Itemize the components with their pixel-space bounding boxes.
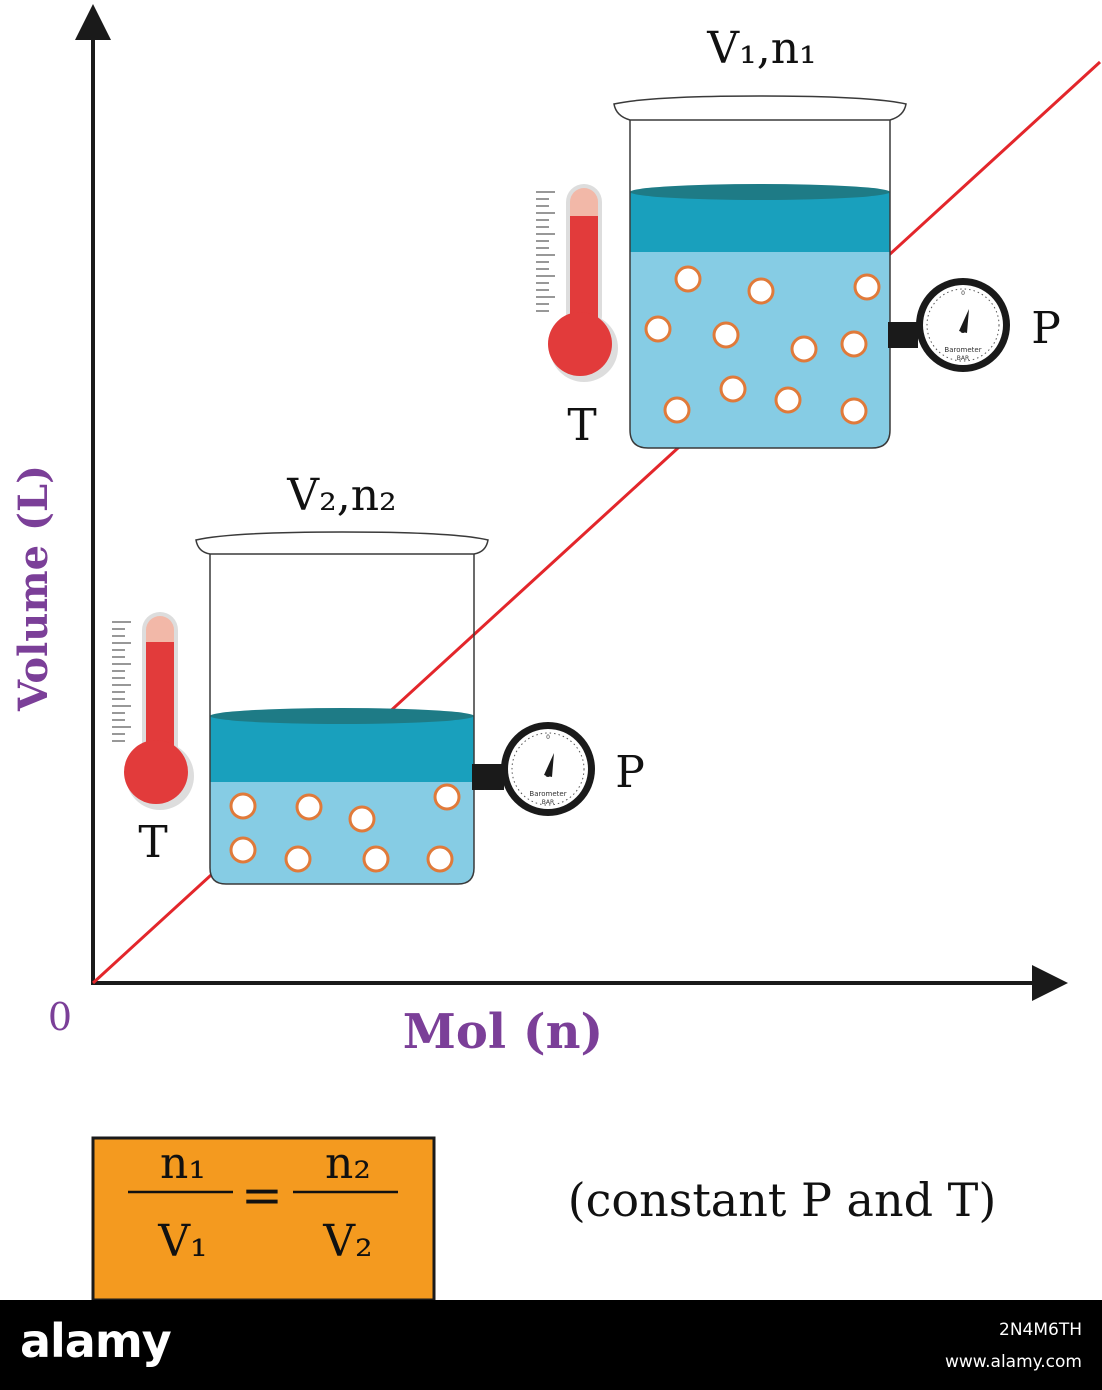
state1-label: V₁,n₁ (706, 23, 816, 74)
state1-gauge-unit: BAR (957, 355, 969, 362)
x-axis-label: Mol (n) (403, 1004, 603, 1060)
state1-gauge-name: Barometer (944, 346, 981, 354)
state2-thermometer-label: T (138, 817, 167, 868)
state1-thermometer-label: T (567, 400, 596, 451)
formula-right-numerator: n₂ (325, 1138, 371, 1189)
y-axis-arrow-icon (75, 4, 111, 40)
beaker-icon (195, 531, 489, 885)
state2-gauge-name: Barometer (529, 790, 566, 798)
state2-gauge-unit: BAR (542, 799, 554, 806)
beaker-icon (613, 95, 907, 449)
state2-gauge-zero: 0 (546, 734, 550, 741)
state1-gauge-label: P (1031, 303, 1061, 354)
state2-label: V₂,n₂ (286, 470, 396, 521)
image-id: 2N4M6TH (999, 1320, 1082, 1340)
pressure-gauge-icon: 0 Barometer BAR (472, 722, 595, 816)
state2-gauge-label: P (615, 747, 645, 798)
state1-gauge-zero: 0 (961, 290, 965, 297)
pressure-gauge-icon: 0 Barometer BAR (888, 278, 1010, 372)
thermometer-icon (112, 612, 194, 810)
x-axis-arrow-icon (1032, 965, 1068, 1001)
origin-label: 0 (48, 995, 72, 1039)
thermometer-icon (536, 184, 618, 382)
formula-right-denominator: V₂ (322, 1216, 372, 1267)
formula-equals: = (241, 1166, 283, 1224)
avogadro-diagram: Volume (L) Mol (n) 0 V₁,n₁ (10, 4, 1102, 1300)
y-axis-label: Volume (L) (10, 465, 57, 712)
site-url: www.alamy.com (944, 1352, 1082, 1372)
brand-logo: alamy (20, 1314, 172, 1368)
formula-box: n₁ V₁ = n₂ V₂ (91, 1136, 436, 1300)
state1-group: V₁,n₁ T (536, 23, 1061, 451)
watermark-footer: alamy 2N4M6TH www.alamy.com (0, 1300, 1102, 1390)
formula-left-denominator: V₁ (157, 1216, 207, 1267)
condition-text: (constant P and T) (568, 1173, 997, 1227)
state2-group: V₂,n₂ T (112, 470, 645, 885)
axes (75, 4, 1068, 1001)
formula-left-numerator: n₁ (160, 1138, 206, 1189)
